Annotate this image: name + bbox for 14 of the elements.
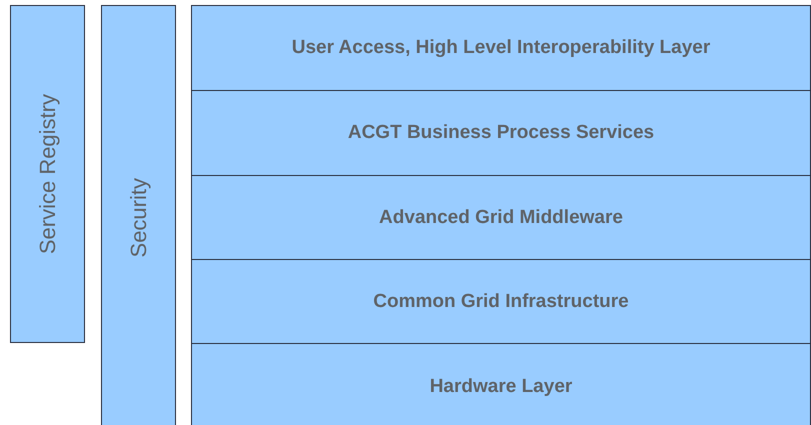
layer-box: [191, 175, 811, 260]
layer-label: Security: [125, 178, 152, 258]
layer-box: [191, 343, 811, 425]
layer-label: Advanced Grid Middleware: [379, 206, 623, 230]
layer-box: [191, 90, 811, 176]
layer-box: [10, 5, 85, 343]
layer-label: ACGT Business Process Services: [348, 121, 654, 145]
layer-box: [101, 5, 176, 425]
layer-label: User Access, High Level Interoperability Layer: [292, 36, 710, 60]
layer-label: Hardware Layer: [430, 374, 572, 398]
layer-box: [191, 5, 811, 91]
layer-label: Common Grid Infrastructure: [373, 290, 629, 314]
layer-label: Service Registry: [34, 94, 61, 254]
layer-box: [191, 259, 811, 344]
